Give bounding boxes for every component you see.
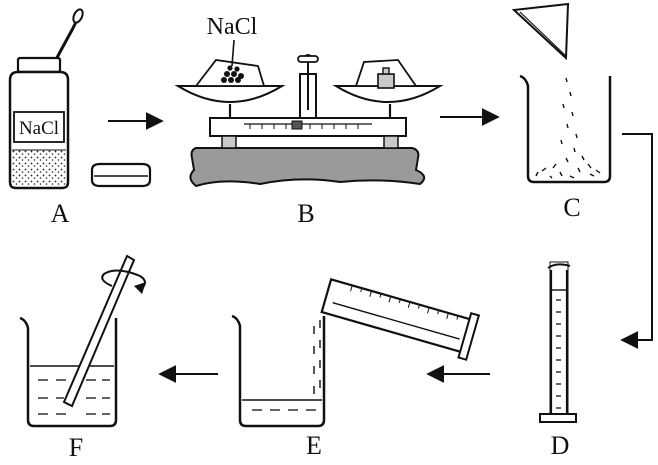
label-f: F xyxy=(69,433,83,462)
left-pan xyxy=(174,85,286,103)
salt-crystals-icon xyxy=(221,65,244,83)
right-pan xyxy=(332,85,444,103)
step-b-balance: NaCl xyxy=(174,14,444,188)
arrow-c-to-d xyxy=(620,133,653,349)
step-d-measuring-cylinder xyxy=(539,261,577,423)
tilted-cylinder-icon xyxy=(320,277,481,361)
falling-salt xyxy=(535,77,601,179)
label-a: A xyxy=(51,199,70,228)
label-d: D xyxy=(551,431,570,460)
step-a-reagent-jar: NaCl xyxy=(8,8,152,190)
label-b: B xyxy=(297,199,314,228)
weight-icon xyxy=(377,73,395,89)
jar-label: NaCl xyxy=(19,118,59,139)
glass-rod-icon xyxy=(62,254,136,408)
label-c: C xyxy=(563,193,580,222)
step-e-pouring xyxy=(231,277,481,428)
jar-stopper-icon xyxy=(90,162,152,188)
label-e: E xyxy=(306,431,322,460)
step-f-stirring xyxy=(19,254,146,428)
step-c-beaker xyxy=(511,2,612,184)
balance-base xyxy=(189,147,426,188)
balance-salt-label: NaCl xyxy=(207,14,258,40)
